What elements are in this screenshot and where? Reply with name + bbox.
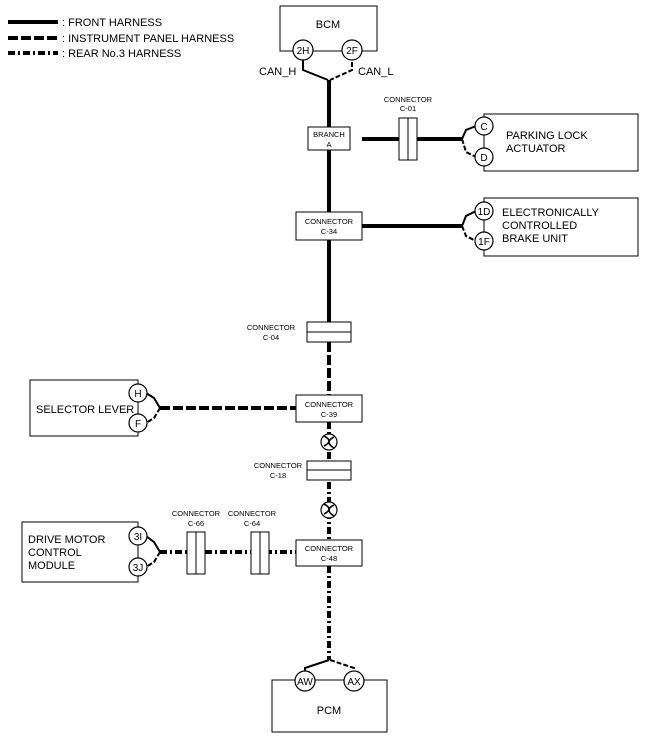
wire-parking-d <box>461 138 477 158</box>
dmcm-line3: MODULE <box>28 560 75 572</box>
connector-c66: CONNECTOR C-66 <box>172 509 221 575</box>
c66-line2: C-66 <box>188 519 204 528</box>
c48-box <box>295 539 363 567</box>
bcm-module: BCM 2H 2F CAN_H CAN_L <box>259 5 393 78</box>
bcm-pin-2h <box>292 39 314 61</box>
branch-a: BRANCH A <box>307 126 351 151</box>
c39-box <box>295 394 363 423</box>
pcm-pin-aw <box>294 670 316 692</box>
wire-brake-1d <box>461 210 477 227</box>
connector-c04: CONNECTOR C-04 <box>247 321 352 343</box>
parking-line1: PARKING LOCK <box>506 130 588 142</box>
brake-box <box>483 197 639 257</box>
pcm-aw-wire <box>304 659 330 672</box>
selector-box <box>29 379 139 437</box>
branch-a-line1: BRANCH <box>313 130 345 139</box>
parking-pin-d <box>474 147 494 167</box>
selector-pin-f <box>128 413 148 433</box>
brake-pin-1f-label: 1F <box>478 237 490 248</box>
c48-line2: C-48 <box>321 554 337 563</box>
selector-pin-h <box>128 383 148 403</box>
c34-box <box>295 211 363 241</box>
parking-line2: ACTUATOR <box>506 143 566 155</box>
pcm-module: PCM AW AX <box>271 670 388 733</box>
brake-unit: ELECTRONICALLY CONTROLLED BRAKE UNIT 1D … <box>474 197 639 257</box>
brake-pin-1d-label: 1D <box>478 207 491 218</box>
c18-line2: C-18 <box>270 471 286 480</box>
wire-parking-c <box>461 125 477 140</box>
can-l-label: CAN_L <box>358 66 393 78</box>
c48-line1: CONNECTOR <box>305 544 354 553</box>
c34-line2: C-34 <box>321 227 337 236</box>
can-h-label: CAN_H <box>259 66 296 78</box>
dmcm-box <box>21 521 139 583</box>
wire-selector-h <box>145 392 161 409</box>
dmcm-pin-3j-label: 3J <box>133 563 144 574</box>
pcm-pin-aw-label: AW <box>297 677 313 688</box>
brake-pin-1f <box>474 231 494 251</box>
parking-pin-c <box>474 116 494 136</box>
pcm-ax-wire <box>329 659 355 672</box>
drive-motor-control-module: DRIVE MOTOR CONTROL MODULE 3I 3J <box>21 521 148 583</box>
wire-dmcm-3i <box>145 535 161 553</box>
brake-line2: CONTROLLED <box>502 220 577 232</box>
c34-line1: CONNECTOR <box>305 217 354 226</box>
pcm-label: PCM <box>317 705 341 717</box>
wire-selector-f <box>145 407 161 424</box>
selector-label: SELECTOR LEVER <box>36 404 134 416</box>
selector-pin-h-label: H <box>134 389 141 400</box>
c01-line2: C-01 <box>400 104 416 113</box>
pcm-pin-ax-label: AX <box>347 677 361 688</box>
connector-c34: CONNECTOR C-34 <box>295 211 363 241</box>
bcm-label: BCM <box>316 19 340 31</box>
bcm-pin-2f-label: 2F <box>346 46 358 57</box>
dmcm-pin-3i <box>128 526 148 546</box>
legend-rear-label: : REAR No.3 HARNESS <box>62 48 181 60</box>
c39-line1: CONNECTOR <box>305 400 354 409</box>
parking-box <box>483 113 639 172</box>
parking-pin-d-label: D <box>480 153 487 164</box>
dmcm-pin-3i-label: 3I <box>134 532 142 543</box>
legend: : FRONT HARNESS : INSTRUMENT PANEL HARNE… <box>8 17 234 60</box>
c64-line1: CONNECTOR <box>228 509 277 518</box>
c66-line1: CONNECTOR <box>172 509 221 518</box>
branch-a-line2: A <box>326 140 331 149</box>
dmcm-line1: DRIVE MOTOR <box>28 534 105 546</box>
c64-line2: C-64 <box>244 519 260 528</box>
c39-line2: C-39 <box>321 410 337 419</box>
legend-instrument-label: : INSTRUMENT PANEL HARNESS <box>62 33 234 45</box>
connector-c64: CONNECTOR C-64 <box>228 509 277 575</box>
selector-lever: SELECTOR LEVER H F <box>29 379 148 437</box>
twisted-pair-symbol-upper <box>320 433 338 451</box>
c04-line1: CONNECTOR <box>247 323 296 332</box>
connector-c48: CONNECTOR C-48 <box>295 539 363 567</box>
dmcm-line2: CONTROL <box>28 547 82 559</box>
wire-dmcm-3j <box>145 551 161 568</box>
brake-line1: ELECTRONICALLY <box>502 207 600 219</box>
twisted-pair-symbol-lower <box>320 501 338 519</box>
c01-line1: CONNECTOR <box>384 95 433 104</box>
dmcm-pin-3j <box>128 557 148 577</box>
pcm-pin-ax <box>343 670 365 692</box>
connector-c18: CONNECTOR C-18 <box>254 460 352 481</box>
selector-pin-f-label: F <box>135 419 141 430</box>
branch-a-box <box>307 126 351 151</box>
pcm-box <box>271 679 388 733</box>
connector-c01: CONNECTOR C-01 <box>384 95 433 161</box>
bcm-pin-2h-label: 2H <box>297 46 310 57</box>
parking-lock-actuator: PARKING LOCK ACTUATOR C D <box>474 113 639 172</box>
wire-brake-1f <box>461 225 477 242</box>
connector-c39: CONNECTOR C-39 <box>295 394 363 423</box>
c18-line1: CONNECTOR <box>254 461 303 470</box>
brake-line3: BRAKE UNIT <box>502 233 568 245</box>
bcm-pin-2f <box>341 39 363 61</box>
c04-line2: C-04 <box>263 333 279 342</box>
parking-pin-c-label: C <box>480 122 487 133</box>
brake-pin-1d <box>474 201 494 221</box>
legend-front-label: : FRONT HARNESS <box>62 17 162 29</box>
